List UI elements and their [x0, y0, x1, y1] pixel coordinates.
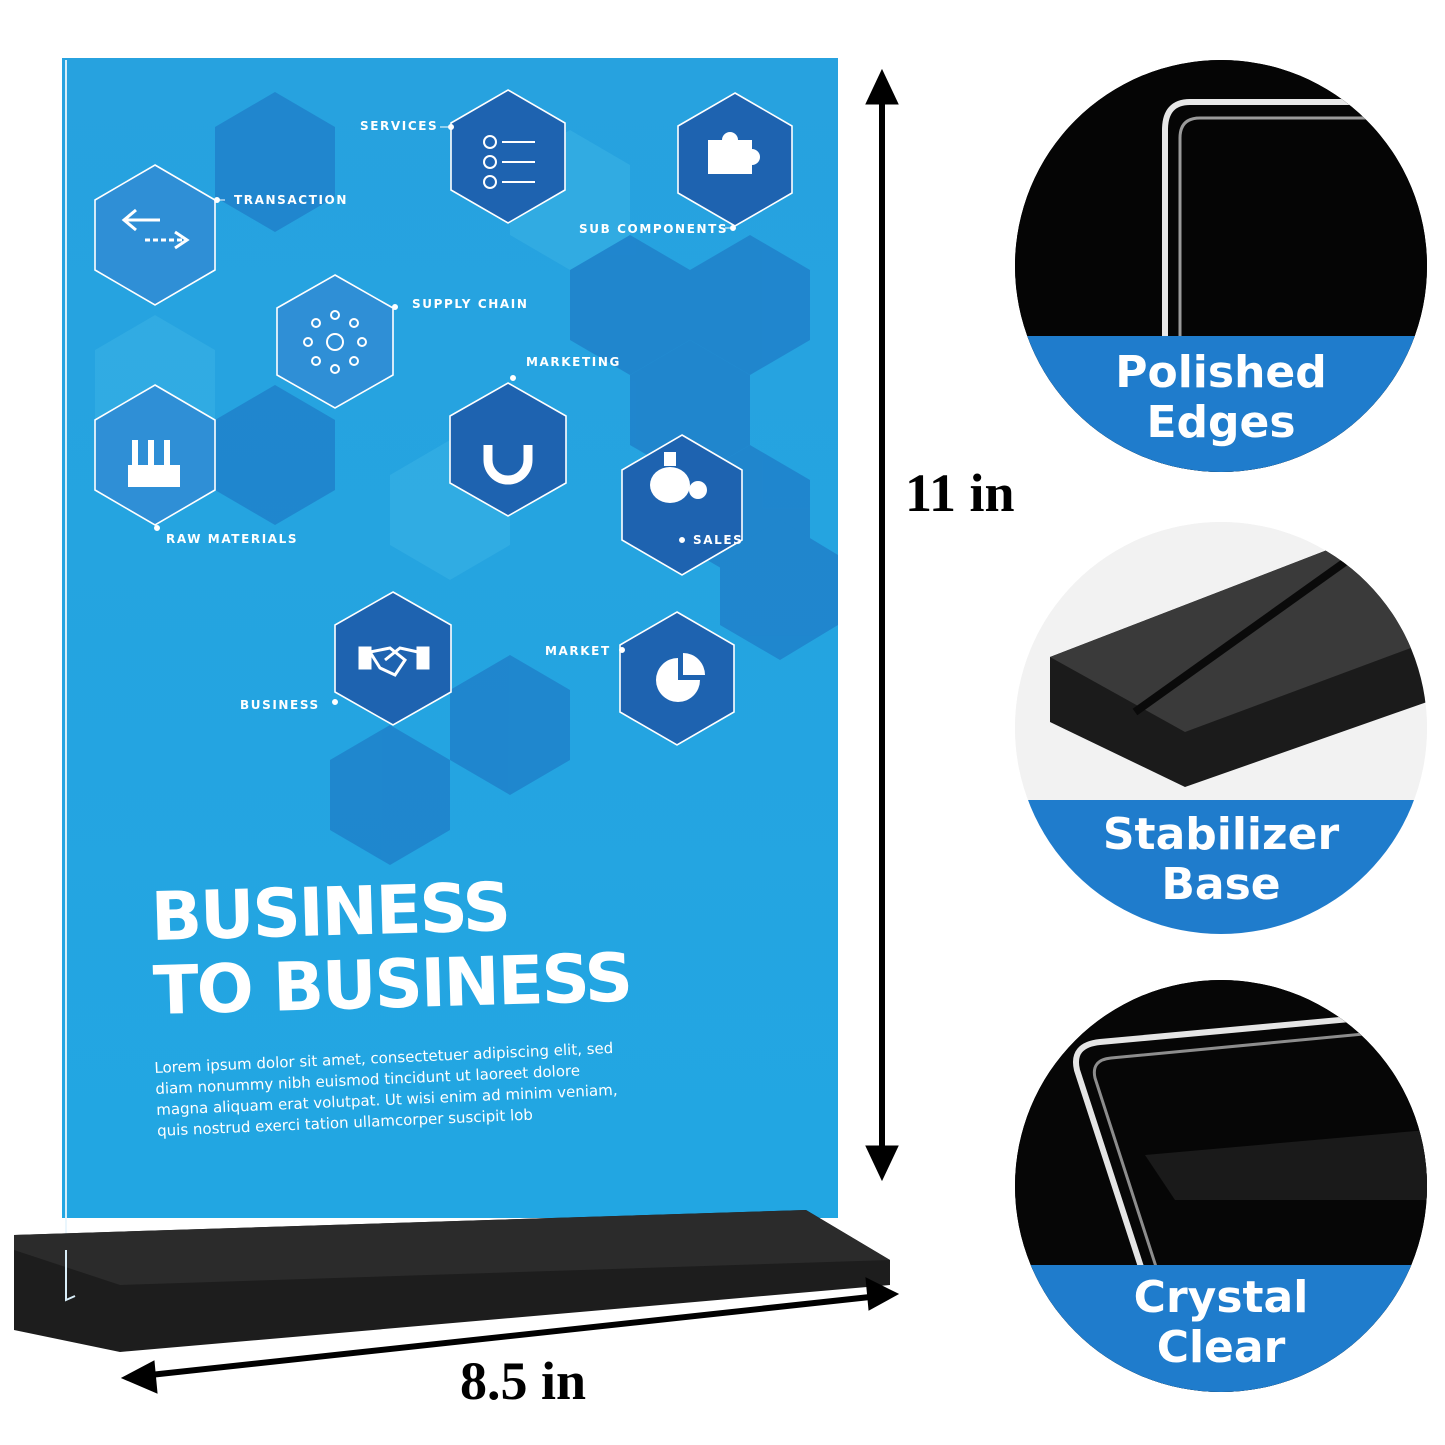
- label-sales: SALES: [693, 533, 744, 547]
- feature-label-base: Base: [1161, 859, 1281, 910]
- label-services: SERVICES: [360, 119, 439, 133]
- width-dimension-label: 8.5 in: [460, 1351, 587, 1411]
- label-marketing: MARKETING: [526, 355, 621, 369]
- money-bag-icon: [650, 452, 707, 503]
- feature-polished-edges: Polished Edges: [1015, 60, 1427, 472]
- handshake-icon: [358, 646, 430, 677]
- width-arrow: [120, 1277, 900, 1394]
- feature-label-polished: Polished: [1115, 347, 1327, 398]
- marketing-hex: [449, 382, 567, 517]
- pie-chart-icon: [656, 653, 705, 702]
- raw-materials-hex: [94, 384, 216, 526]
- factory-icon: [128, 440, 180, 487]
- network-icon: [303, 310, 367, 374]
- puzzle-icon: [708, 132, 760, 174]
- sign-title: BUSINESS TO BUSINESS: [150, 867, 632, 1030]
- magnet-icon: [483, 445, 533, 485]
- feature-label-edges: Edges: [1146, 397, 1296, 448]
- label-raw-materials: RAW MATERIALS: [166, 532, 299, 546]
- label-transaction: TRANSACTION: [234, 193, 348, 207]
- label-sub-components: SUB COMPONENTS: [579, 222, 729, 236]
- feature-crystal-clear: Crystal Clear: [1015, 980, 1427, 1392]
- checklist-icon: [483, 135, 535, 189]
- height-dimension-label: 11 in: [905, 463, 1015, 523]
- sign-title-line2: TO BUSINESS: [152, 938, 632, 1030]
- feature-label-crystal: Crystal: [1133, 1272, 1309, 1323]
- services-hex: [450, 89, 566, 224]
- feature-label-stabilizer: Stabilizer: [1102, 809, 1340, 860]
- business-hex: [334, 591, 452, 726]
- height-arrow: [865, 68, 899, 1182]
- label-business: BUSINESS: [240, 698, 320, 712]
- label-market: MARKET: [545, 644, 611, 658]
- feature-stabilizer-base: Stabilizer Base: [1015, 522, 1427, 934]
- transaction-arrows-icon: [121, 208, 190, 250]
- sales-hex: [621, 434, 743, 576]
- feature-label-clear: Clear: [1156, 1322, 1286, 1373]
- label-supply-chain: SUPPLY CHAIN: [412, 297, 529, 311]
